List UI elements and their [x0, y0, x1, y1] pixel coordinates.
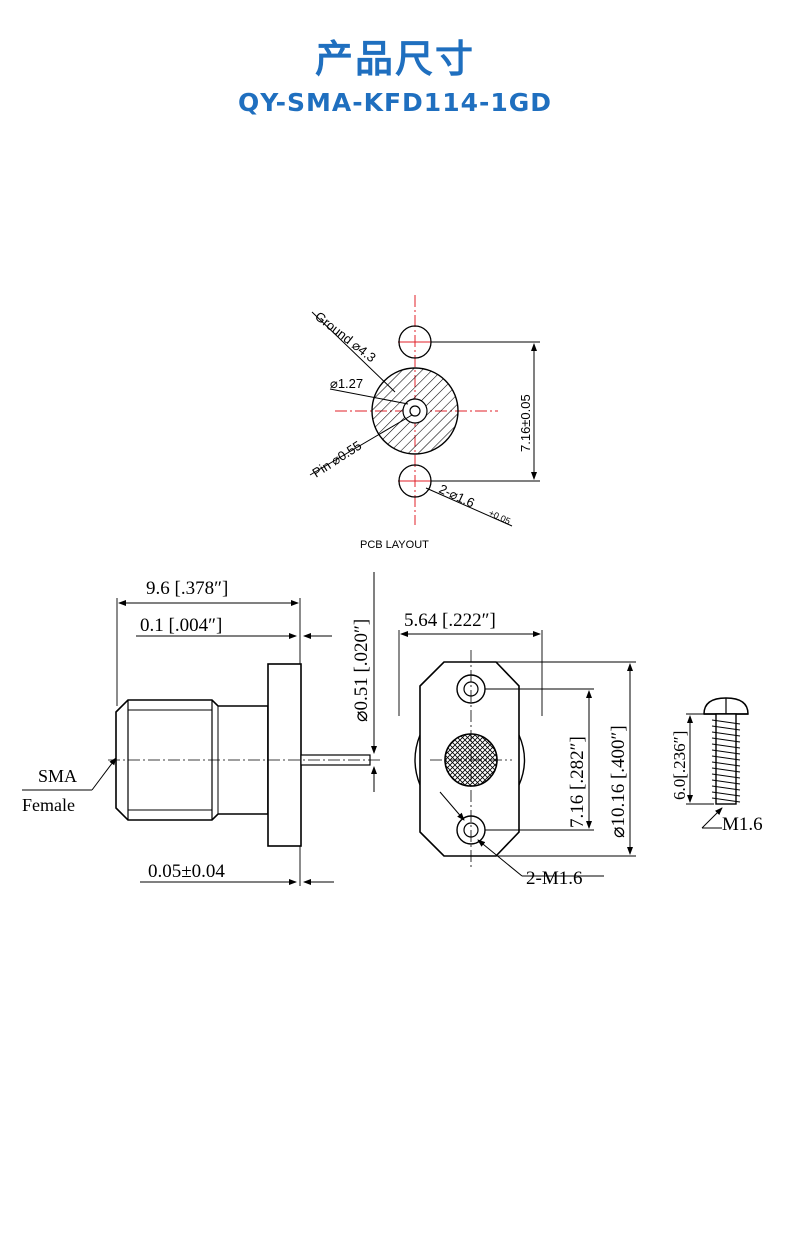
flange	[267, 663, 302, 847]
front-pitch-label: 7.16 [.282″]	[567, 736, 588, 828]
hole-tolerance: +0.05	[487, 508, 512, 527]
sma-label: SMA	[38, 766, 77, 786]
front-view: 5.64 [.222″] 7.16 [.282″] ⌀10.16 [.400″]…	[398, 610, 636, 889]
front-width-label: 5.64 [.222″]	[404, 610, 496, 631]
female-label: Female	[22, 795, 75, 815]
gap-label: 0.05±0.04	[148, 861, 225, 882]
dia-label: ⌀1.27	[330, 376, 363, 391]
flange-offset-label: 0.1 [.004″]	[140, 615, 222, 636]
side-length-label: 9.6 [.378″]	[146, 578, 228, 599]
pcb-caption: PCB LAYOUT	[360, 539, 429, 551]
page-title: 产品尺寸	[314, 37, 475, 81]
hole-label: 2-⌀1.6	[437, 481, 477, 510]
front-height-label: ⌀10.16 [.400″]	[608, 725, 629, 838]
pcb-layout: Ground ⌀4.3 ⌀1.27 Pin ⌀0.55 2-⌀1.6 +0.05…	[309, 295, 540, 551]
pin-pad	[409, 405, 421, 417]
side-view: 9.6 [.378″] 0.1 [.004″] ⌀0.51 [.020″] 0.…	[22, 572, 382, 886]
pin-label: Pin ⌀0.55	[309, 438, 364, 481]
ground-label: Ground ⌀4.3	[312, 309, 379, 366]
screw-length-label: 6.0[.236″]	[670, 731, 689, 800]
model-number: QY-SMA-KFD114-1GD	[237, 88, 553, 117]
screw-thread-label: M1.6	[722, 814, 763, 835]
front-holes-label: 2-M1.6	[526, 868, 582, 889]
pcb-pitch-label: 7.16±0.05	[518, 394, 533, 452]
pin-diameter-label: ⌀0.51 [.020″]	[351, 619, 372, 722]
screw: 6.0[.236″] M1.6	[670, 697, 763, 835]
